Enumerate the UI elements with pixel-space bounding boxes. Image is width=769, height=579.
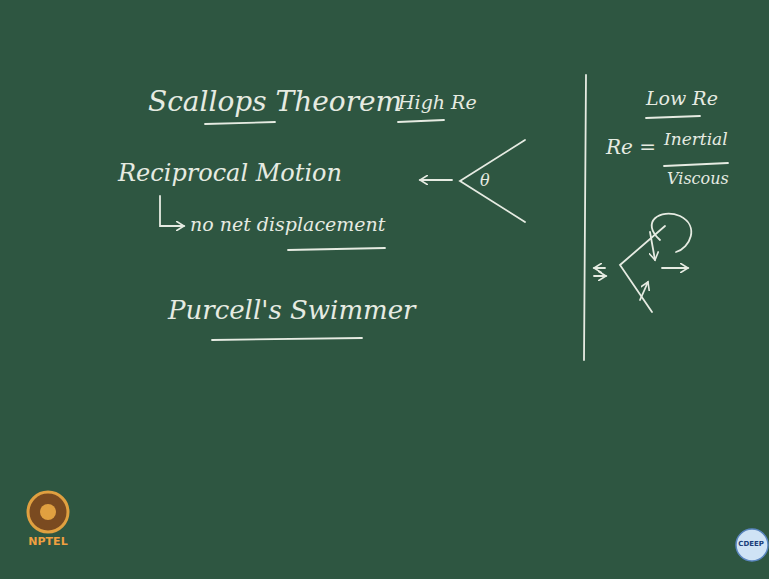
cdeep-logo xyxy=(736,529,768,561)
heading-text: Scallops Theorem xyxy=(148,86,402,118)
equation-text: Re = xyxy=(606,136,656,159)
chalk-note: no net displacement xyxy=(190,214,385,236)
regime-label: High Re xyxy=(398,92,477,114)
nptel-logo xyxy=(28,492,68,532)
angle-symbol: θ xyxy=(480,172,490,190)
logo-text: NPTEL xyxy=(28,536,67,549)
chalk-note: Purcell's Swimmer xyxy=(168,296,416,326)
logo-text: CDEEP xyxy=(738,540,764,548)
regime-label: Low Re xyxy=(646,88,718,110)
fraction-numerator: Inertial xyxy=(664,130,728,150)
chalk-note: Reciprocal Motion xyxy=(118,160,342,188)
fraction-denominator: Viscous xyxy=(667,170,729,188)
